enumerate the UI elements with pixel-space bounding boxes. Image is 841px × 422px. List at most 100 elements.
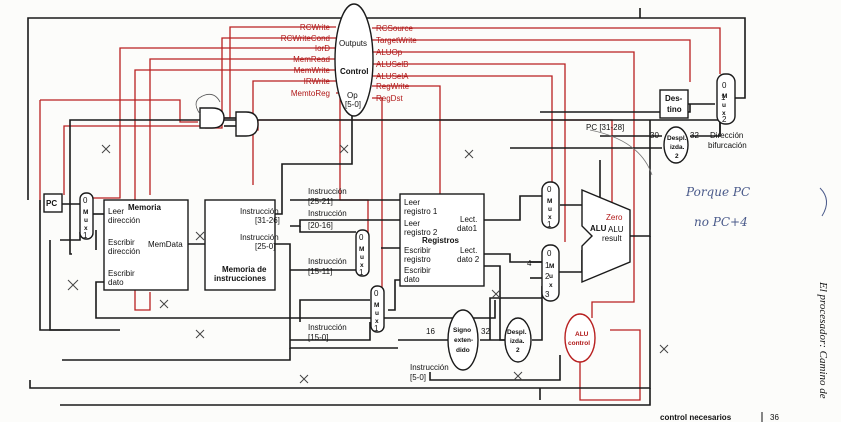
svg-text:dato: dato — [404, 275, 420, 284]
svg-text:dato: dato — [108, 278, 124, 287]
destino-register: Des- tino — [659, 89, 689, 119]
svg-text:dato 2: dato 2 — [457, 255, 480, 264]
svg-text:El procesador: Camino de: El procesador: Camino de — [817, 281, 829, 399]
svg-text:IorD: IorD — [315, 44, 330, 53]
svg-text:32: 32 — [690, 131, 699, 140]
svg-text:RCWrite: RCWrite — [300, 23, 331, 32]
svg-text:MemWrite: MemWrite — [294, 66, 331, 75]
and-gate-icon — [235, 111, 259, 137]
svg-text:1: 1 — [83, 231, 88, 240]
svg-text:Instrucción: Instrucción — [240, 233, 279, 242]
svg-text:x: x — [549, 282, 553, 289]
svg-text:Instrucción: Instrucción — [308, 257, 347, 266]
svg-text:1: 1 — [547, 220, 552, 229]
jump-address-logic: PC [31-28] Despl. izda. 2 30 32 Direcció… — [586, 123, 747, 164]
sign-extend-unit: Signo exten- dido 16 32 — [426, 309, 490, 371]
svg-text:1: 1 — [545, 261, 550, 270]
svg-text:32: 32 — [481, 327, 490, 336]
svg-text:Memoria de: Memoria de — [222, 265, 267, 274]
svg-text:no PC+4: no PC+4 — [694, 215, 748, 229]
svg-text:36: 36 — [770, 413, 779, 422]
svg-text:Despl.: Despl. — [667, 135, 687, 142]
svg-text:Escribir: Escribir — [404, 266, 431, 275]
svg-text:0: 0 — [547, 249, 552, 258]
svg-text:ALUOp: ALUOp — [376, 48, 403, 57]
and-gate-icon — [199, 107, 225, 129]
svg-text:16: 16 — [426, 327, 435, 336]
svg-text:Instrucción: Instrucción — [308, 187, 347, 196]
svg-text:tino: tino — [667, 105, 682, 114]
svg-text:u: u — [375, 310, 379, 317]
svg-text:Escribir: Escribir — [108, 238, 135, 247]
svg-text:control: control — [568, 340, 590, 347]
pc-label: PC — [46, 199, 57, 208]
svg-text:RCWriteCond: RCWriteCond — [281, 34, 330, 43]
svg-text:Signo: Signo — [453, 327, 471, 334]
svg-text:izda.: izda. — [510, 338, 525, 345]
svg-text:0: 0 — [722, 81, 727, 90]
register-file: Leer registro 1 Leer registro 2 Registro… — [399, 193, 485, 287]
svg-text:RegWrite: RegWrite — [376, 82, 410, 91]
svg-text:x: x — [548, 214, 552, 221]
mux-alu-b: 0 1 M 2 u x 3 4 — [527, 244, 560, 302]
svg-text:exten-: exten- — [454, 337, 473, 344]
svg-text:Porque PC: Porque PC — [685, 185, 750, 199]
svg-text:ALU: ALU — [608, 225, 624, 234]
svg-text:u: u — [549, 273, 553, 280]
svg-text:control necesarios: control necesarios — [660, 413, 732, 422]
memoria-title: Memoria — [128, 203, 161, 212]
const-four: 4 — [527, 259, 532, 268]
svg-text:Outputs: Outputs — [339, 39, 367, 48]
pc-register: PC — [43, 193, 63, 213]
svg-text:0: 0 — [83, 196, 88, 205]
mux-address: 0 M u x 1 — [79, 192, 94, 240]
memdata-label: MemData — [148, 240, 183, 249]
svg-text:[31-26]: [31-26] — [255, 216, 280, 225]
svg-text:RCSource: RCSource — [376, 24, 413, 33]
svg-text:1: 1 — [359, 268, 364, 277]
svg-text:Despl.: Despl. — [507, 329, 527, 336]
svg-text:30: 30 — [650, 131, 659, 140]
svg-text:Instrucción: Instrucción — [240, 207, 279, 216]
svg-text:registro: registro — [404, 255, 431, 264]
svg-text:x: x — [722, 110, 726, 117]
svg-text:izda.: izda. — [670, 144, 685, 151]
svg-text:ALUSelB: ALUSelB — [376, 60, 408, 69]
control-wires — [39, 26, 721, 401]
svg-text:1: 1 — [721, 93, 726, 102]
svg-text:MemRead: MemRead — [293, 55, 330, 64]
svg-text:[5-0]: [5-0] — [345, 100, 361, 109]
mux-pc-source: 0 M 1 u x 2 — [716, 73, 736, 125]
svg-text:Lect.: Lect. — [460, 246, 477, 255]
svg-text:RegDst: RegDst — [376, 94, 403, 103]
svg-text:Zero: Zero — [606, 213, 623, 222]
instruction-field-labels: Instrucción [25-21] Instrucción [20-16] … — [308, 187, 449, 382]
svg-text:M: M — [83, 209, 88, 216]
datapath-wires — [27, 8, 746, 406]
svg-text:0: 0 — [359, 233, 364, 242]
memoria-block: Memoria Leer dirección Escribir direcció… — [103, 199, 189, 291]
svg-text:TargetWrite: TargetWrite — [376, 36, 417, 45]
svg-text:Leer: Leer — [404, 219, 420, 228]
svg-text:u: u — [84, 217, 88, 224]
svg-text:2: 2 — [675, 153, 679, 160]
alu-control: ALU control — [564, 313, 596, 363]
svg-text:Des-: Des- — [665, 94, 683, 103]
pc-bits-label: PC [31-28] — [586, 123, 624, 132]
svg-text:dirección: dirección — [108, 247, 140, 256]
svg-text:M: M — [549, 263, 554, 270]
svg-text:Leer: Leer — [404, 198, 420, 207]
instruction-memory-block: Instrucción [31-26] Instrucción [25-0] M… — [204, 199, 280, 291]
svg-text:registro 1: registro 1 — [404, 207, 438, 216]
svg-text:dido: dido — [456, 347, 470, 354]
svg-text:2: 2 — [545, 272, 550, 281]
side-caption: El procesador: Camino de — [817, 281, 829, 399]
alu: ALU Zero ALU result — [581, 188, 631, 284]
svg-text:u: u — [722, 102, 726, 109]
svg-text:x: x — [375, 318, 379, 325]
svg-text:[5-0]: [5-0] — [410, 373, 426, 382]
svg-text:0: 0 — [547, 185, 552, 194]
svg-text:[25-21]: [25-21] — [308, 197, 333, 206]
